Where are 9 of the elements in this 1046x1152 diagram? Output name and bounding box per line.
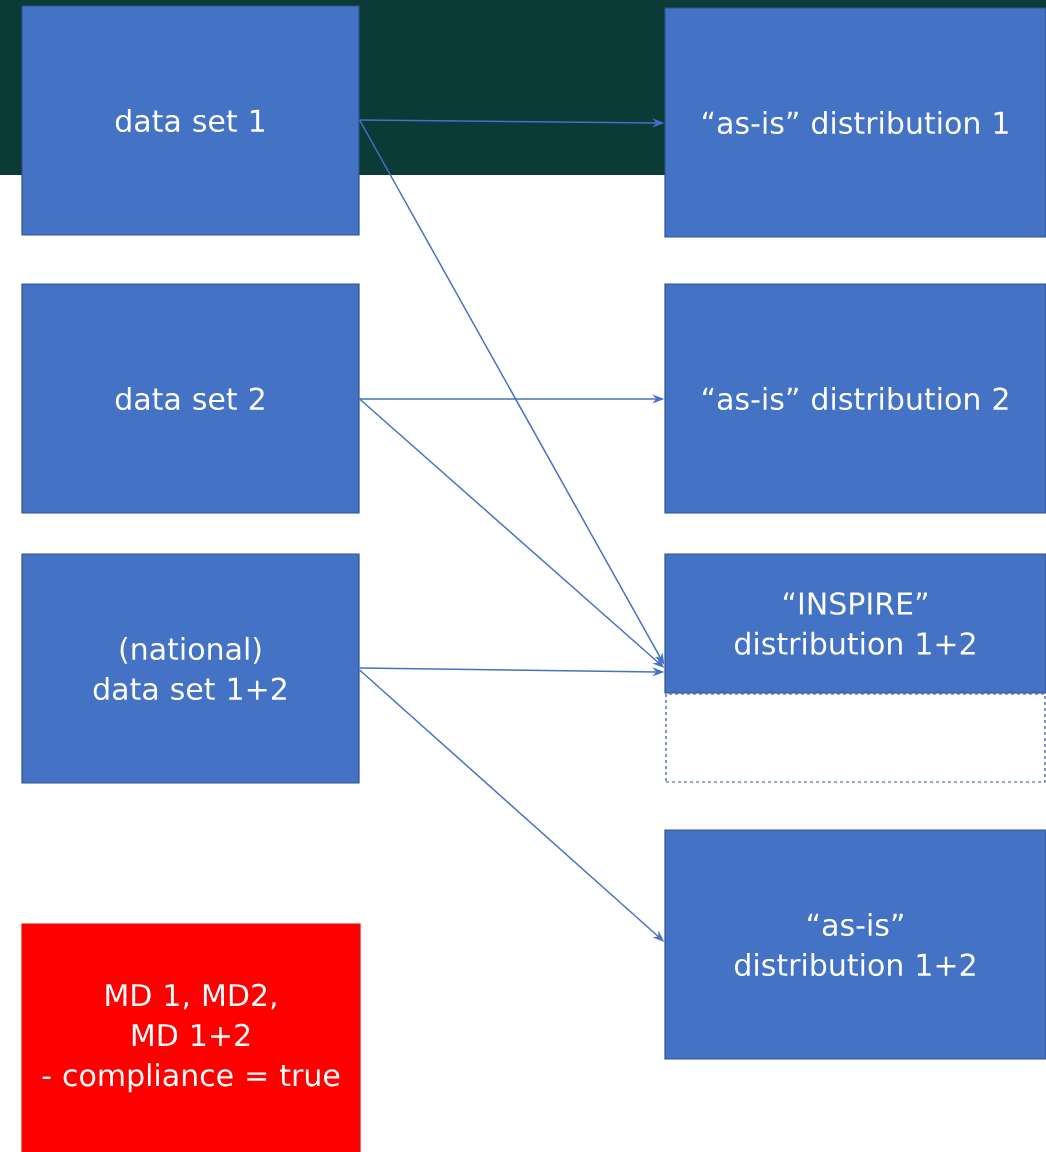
process-box: “as-is” distribution 1+2 (664, 829, 1046, 1060)
process-box: (national) data set 1+2 (21, 553, 360, 784)
process-box: data set 2 (21, 283, 360, 514)
process-box: “INSPIRE” distribution 1+2 (664, 553, 1046, 694)
process-box: “as-is” distribution 1 (664, 7, 1046, 238)
note-box: MD 1, MD2, MD 1+2 - compliance = true (21, 923, 361, 1152)
dashed-box (665, 693, 1046, 783)
process-box: “as-is” distribution 2 (664, 283, 1046, 514)
process-box: data set 1 (21, 5, 360, 236)
